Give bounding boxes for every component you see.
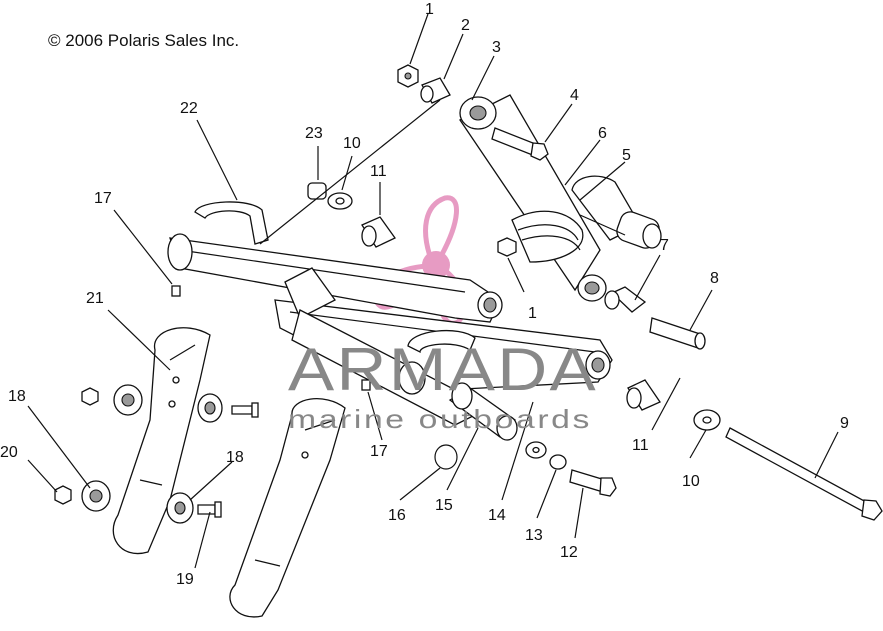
callout-17-bottom: 17 <box>370 443 388 460</box>
callout-11-top: 11 <box>370 163 387 180</box>
swing-arm-front <box>274 267 613 426</box>
callout-16: 16 <box>388 507 406 524</box>
callout-4: 4 <box>570 87 579 104</box>
callout-7: 7 <box>660 237 669 254</box>
watermark-brand: ARMADA <box>288 336 598 403</box>
callout-18-right: 18 <box>226 449 244 466</box>
watermark-tagline: marine outboards <box>288 404 592 434</box>
callout-18-left: 18 <box>8 388 26 405</box>
hardware-parts <box>54 64 883 524</box>
callout-1-top: 1 <box>425 1 434 18</box>
callout-labels: 1 2 3 4 6 5 22 23 10 11 17 7 8 1 21 18 2… <box>0 1 849 588</box>
callout-5: 5 <box>622 147 631 164</box>
callout-17-top: 17 <box>94 190 112 207</box>
callout-9: 9 <box>840 415 849 432</box>
callout-2: 2 <box>461 17 470 34</box>
callout-6: 6 <box>598 125 607 142</box>
callout-23: 23 <box>305 125 323 142</box>
callout-10-top: 10 <box>343 135 361 152</box>
callout-10-bottom: 10 <box>682 473 700 490</box>
callout-3: 3 <box>492 39 501 56</box>
callout-11-bottom: 11 <box>632 437 649 454</box>
swing-arm-rear <box>167 201 503 323</box>
callout-21: 21 <box>86 290 104 307</box>
scissor-link-left <box>112 327 211 555</box>
callout-15: 15 <box>435 497 453 514</box>
callout-13: 13 <box>525 527 543 544</box>
callout-19: 19 <box>176 571 194 588</box>
callout-1-mid: 1 <box>528 305 537 322</box>
callout-22: 22 <box>180 100 198 117</box>
callout-8: 8 <box>710 270 719 287</box>
leader-lines <box>27 13 839 569</box>
shock-absorber <box>459 94 662 302</box>
scissor-link-right <box>229 398 346 618</box>
callout-12: 12 <box>560 544 578 561</box>
callout-14: 14 <box>488 507 506 524</box>
copyright-text: © 2006 Polaris Sales Inc. <box>48 31 239 50</box>
callout-20: 20 <box>0 444 18 461</box>
